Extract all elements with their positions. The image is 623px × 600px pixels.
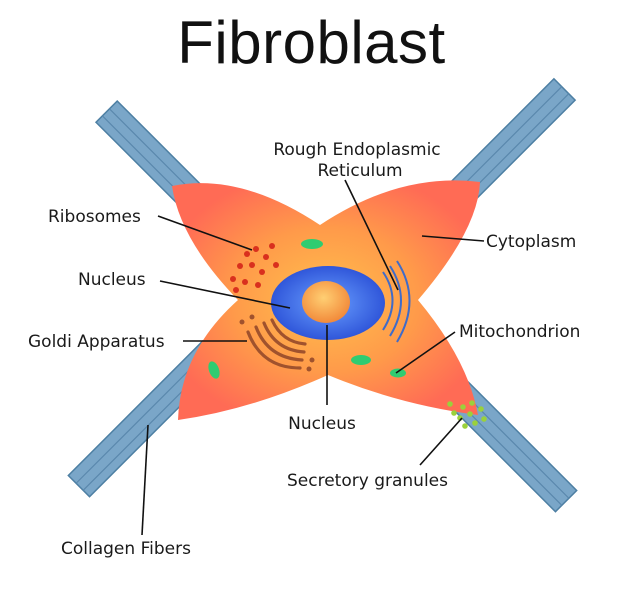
label-nucleus-left: Nucleus	[78, 270, 146, 290]
golgi-vesicles	[239, 314, 315, 372]
leader-nucleus-left	[159, 280, 291, 309]
label-rough-er-line2: Reticulum	[317, 161, 402, 181]
leader-mitochondrion	[395, 331, 456, 374]
leader-cytoplasm	[421, 235, 485, 242]
leader-collagen	[141, 424, 149, 536]
labels: Rough Endoplasmic Reticulum Ribosomes Cy…	[28, 140, 580, 559]
label-rough-er-line1: Rough Endoplasmic	[273, 140, 440, 160]
label-ribosomes: Ribosomes	[48, 207, 141, 227]
label-nucleus-bottom: Nucleus	[288, 414, 356, 434]
golgi-apparatus	[246, 318, 307, 370]
label-golgi: Goldi Apparatus	[28, 332, 165, 352]
leader-ribosomes	[157, 215, 253, 251]
secretory-granules	[447, 400, 487, 429]
diagram-title: Fibroblast	[177, 9, 446, 76]
ribosomes	[230, 243, 279, 293]
label-cytoplasm: Cytoplasm	[486, 232, 576, 252]
label-secretory-granules: Secretory granules	[287, 471, 448, 491]
leader-lines	[141, 179, 485, 536]
label-mitochondrion: Mitochondrion	[459, 322, 580, 342]
leader-rough-er	[344, 179, 399, 291]
mitochondria	[208, 239, 406, 379]
leader-secretory	[419, 417, 463, 466]
label-collagen-fibers: Collagen Fibers	[61, 539, 191, 559]
rough-endoplasmic-reticulum	[382, 260, 411, 343]
nucleolus	[302, 281, 350, 323]
